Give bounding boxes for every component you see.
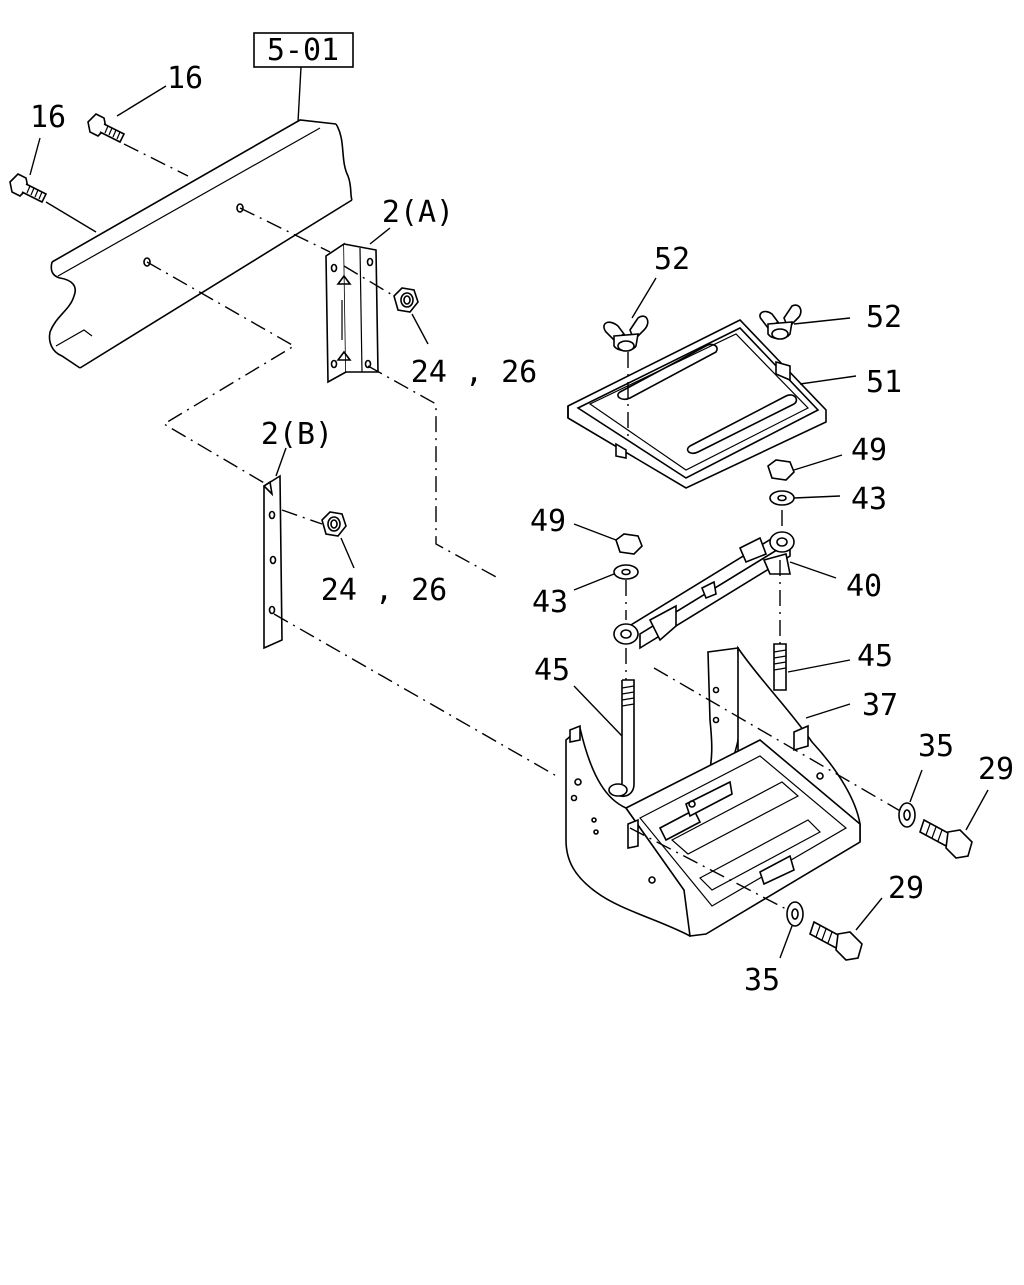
label-43-right: 43 — [851, 482, 887, 517]
bolt-16-lower — [9, 173, 48, 204]
clamp-bar-40 — [613, 531, 795, 650]
label-37: 37 — [862, 688, 898, 723]
label-29-right: 29 — [978, 752, 1014, 787]
nut-49-left — [615, 533, 643, 555]
bolt-16-upper — [87, 113, 126, 144]
battery-tray-37 — [565, 645, 861, 937]
reference-box-label: 5-01 — [267, 33, 339, 68]
label-45-right: 45 — [857, 639, 893, 674]
j-bolt-45-right — [773, 643, 787, 691]
bracket-2a — [325, 242, 379, 384]
bracket-2b — [262, 474, 283, 650]
bolt-29-lower — [809, 920, 863, 961]
label-24-26-upper: 24 , 26 — [411, 355, 537, 390]
reference-box: 5-01 — [253, 32, 354, 123]
nut-49-right — [767, 459, 795, 481]
label-43-left: 43 — [532, 585, 568, 620]
washer-43-right — [769, 490, 795, 506]
label-16-upper: 16 — [167, 61, 203, 96]
label-52-right: 52 — [866, 300, 902, 335]
label-45-left: 45 — [534, 653, 570, 688]
frame-rail — [48, 119, 353, 369]
label-2b: 2(B) — [261, 417, 333, 452]
battery-cover-51 — [567, 319, 827, 489]
j-bolt-45-left — [608, 679, 635, 797]
washer-43-left — [613, 564, 639, 580]
label-40: 40 — [846, 569, 882, 604]
label-35-lower: 35 — [744, 963, 780, 998]
label-16-lower: 16 — [30, 100, 66, 135]
label-35-right: 35 — [918, 729, 954, 764]
nut-24-26-lower — [321, 511, 347, 537]
label-2a: 2(A) — [382, 195, 454, 230]
bolt-29-right — [919, 818, 973, 859]
washer-35-right — [898, 802, 916, 828]
label-29-lower: 29 — [888, 871, 924, 906]
label-49-right: 49 — [851, 433, 887, 468]
label-51: 51 — [866, 365, 902, 400]
washer-35-lower — [786, 901, 804, 927]
label-52-left: 52 — [654, 242, 690, 277]
wing-nut-52-right — [759, 304, 802, 340]
label-49-left: 49 — [530, 504, 566, 539]
wing-nut-52-left — [603, 315, 649, 352]
nut-24-26-upper — [393, 287, 419, 313]
label-24-26-lower: 24 , 26 — [321, 573, 447, 608]
